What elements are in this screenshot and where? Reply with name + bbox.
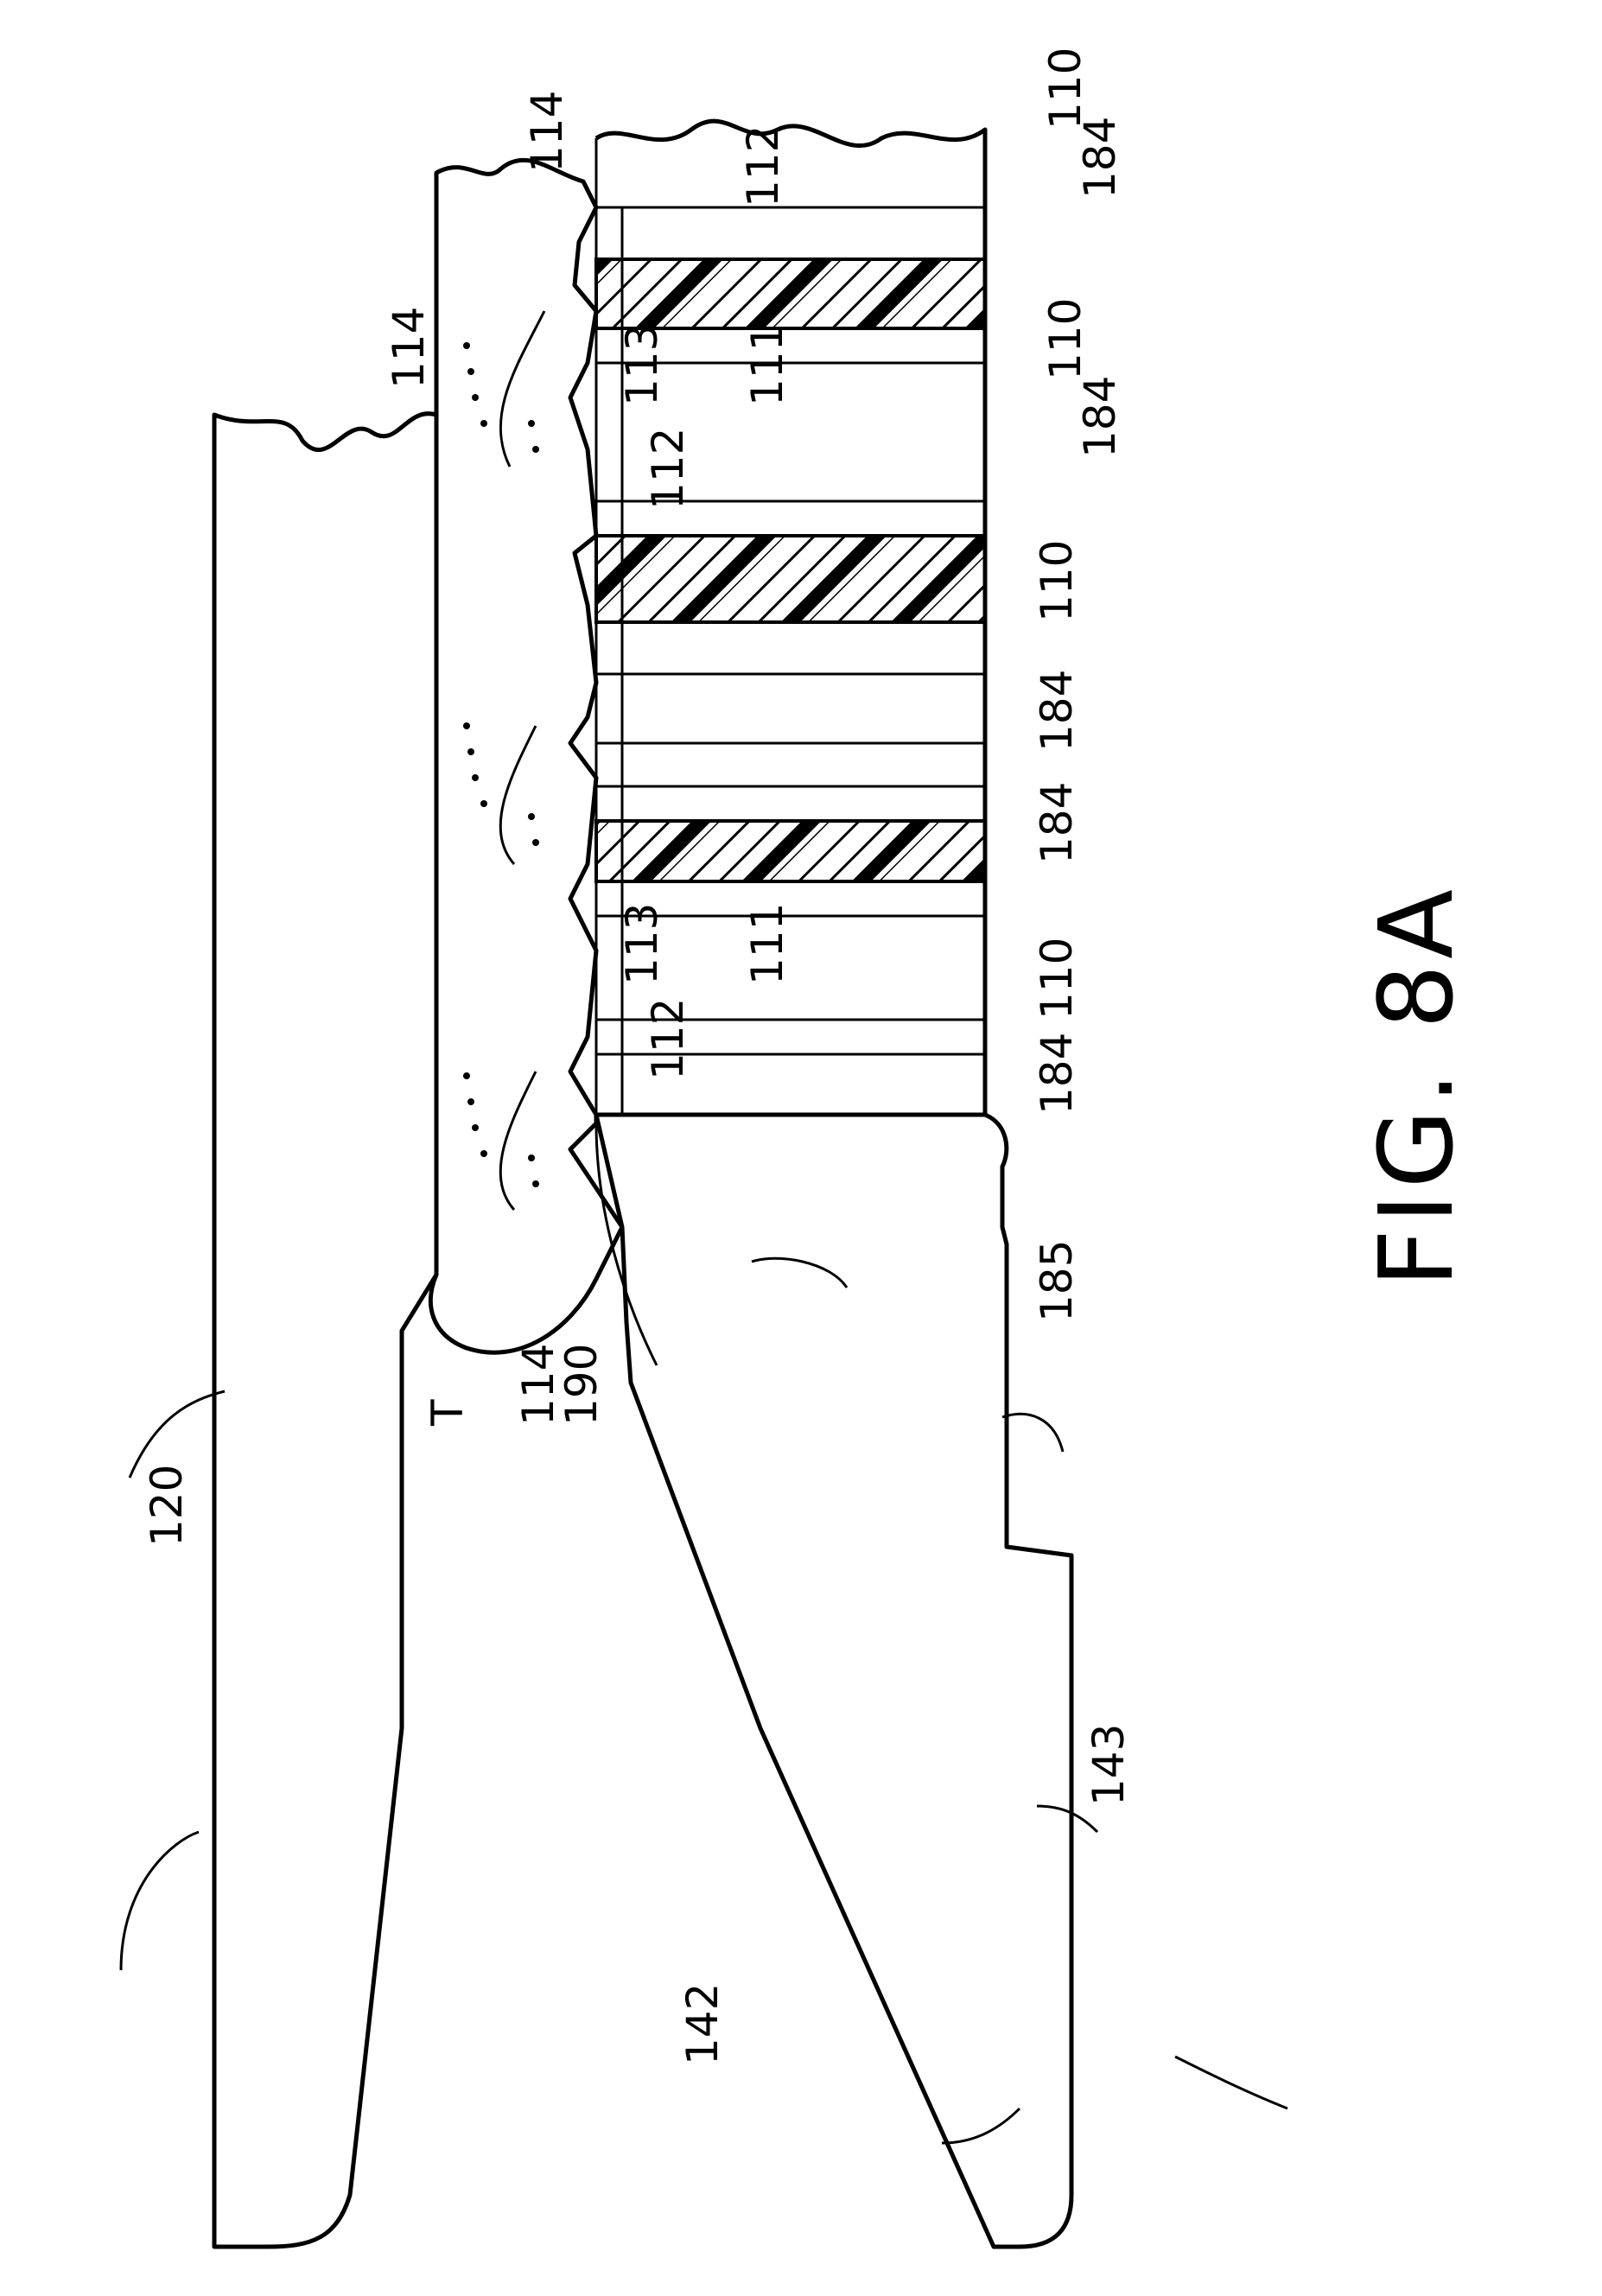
label-184-upper: 184 — [1075, 376, 1125, 458]
label-tissue: T — [423, 1399, 473, 1427]
label-staple-upper: 114 — [522, 91, 572, 173]
label-110-lower: 110 — [1032, 938, 1082, 1020]
label-111-upper: 111 — [742, 324, 792, 406]
figure-caption: FIG. 8A — [1357, 884, 1476, 1288]
label-110-middle: 110 — [1032, 540, 1082, 622]
label-184-lower: 184 — [1032, 782, 1082, 864]
label-deck: 143 — [1084, 1724, 1134, 1806]
label-110-upper: 110 — [1040, 298, 1090, 380]
label-112-lower: 112 — [643, 998, 693, 1080]
label-184-middle: 184 — [1032, 670, 1082, 752]
label-staple-middle: 114 — [384, 307, 434, 389]
driver-middle — [596, 536, 985, 622]
label-112-upper: 112 — [643, 428, 693, 510]
label-113-upper: 113 — [617, 324, 667, 406]
label-111-lower: 111 — [742, 903, 792, 985]
label-anvil: 120 — [142, 1465, 192, 1547]
driver-top — [596, 259, 985, 328]
label-cartridge-body: 185 — [1032, 1240, 1082, 1322]
label-113-lower: 113 — [617, 903, 667, 985]
tissue — [430, 160, 622, 1352]
label-184-top: 184 — [1075, 117, 1125, 199]
anvil — [214, 414, 436, 2247]
label-184-bottom: 184 — [1032, 1033, 1082, 1115]
label-gap: 190 — [556, 1344, 607, 1426]
driver-lower — [596, 821, 985, 881]
staple-dots — [463, 342, 539, 1187]
label-112-top: 112 — [738, 125, 788, 207]
cartridge-body — [596, 1115, 1071, 2247]
label-cartridge: 142 — [677, 1983, 728, 2065]
